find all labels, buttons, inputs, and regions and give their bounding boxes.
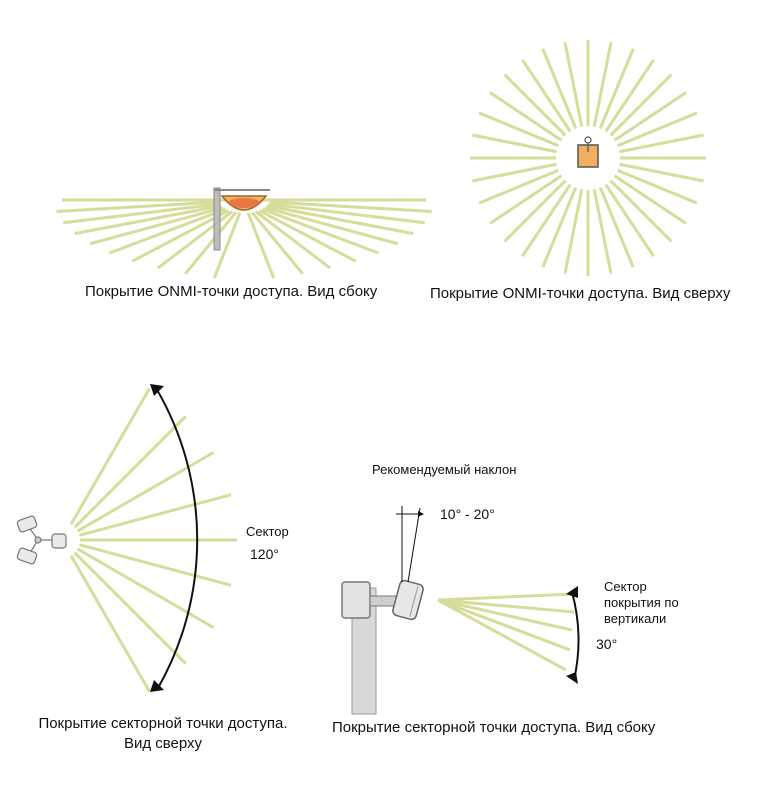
sector-antenna [392, 579, 424, 621]
sector-side-rays [437, 592, 575, 672]
coverage-ray [264, 206, 399, 246]
sector-ray [73, 551, 187, 665]
sector-top-diagram [16, 384, 237, 693]
vertical-sector-ray [437, 598, 575, 614]
coverage-ray [541, 48, 578, 130]
coverage-ray [541, 186, 578, 268]
coverage-ray [503, 179, 567, 243]
caption-sector-side: Покрытие секторной точки доступа. Вид сб… [332, 719, 656, 736]
sector-ray [78, 543, 232, 587]
tilt-arrowhead [418, 511, 424, 517]
coverage-ray [616, 111, 698, 148]
coverage-ray [89, 206, 224, 246]
vertical-sector-label: Сектор покрытия по вертикали [604, 579, 679, 627]
coverage-ray [254, 210, 332, 270]
coverage-ray [598, 186, 635, 268]
tilt-title: Рекомендуемый наклон [372, 462, 517, 477]
arrowhead-bottom [150, 680, 164, 692]
coverage-ray [609, 73, 673, 137]
coverage-ray [268, 202, 425, 225]
bracket [369, 595, 397, 607]
vertical-sector-ray [437, 598, 573, 632]
coverage-ray [471, 162, 557, 183]
tilt-line [407, 507, 421, 583]
pole [213, 187, 221, 251]
coverage-ray [56, 200, 219, 214]
coverage-ray [478, 168, 560, 205]
coverage-ray [613, 174, 687, 225]
omni-top-rays [470, 40, 706, 276]
vertical-angle: 30° [596, 636, 618, 652]
caption-sector-top-line2: Вид сверху [123, 735, 203, 752]
coverage-ray [609, 179, 673, 243]
pole-clamp [341, 581, 371, 619]
sector-ray [73, 415, 187, 529]
vertical-sector-ray [437, 598, 567, 672]
coverage-ray [250, 211, 304, 275]
caption-sector-top: Покрытие секторной точки доступа. Вид св… [18, 714, 308, 754]
coverage-ray [489, 174, 563, 225]
sector-ray [78, 493, 232, 537]
caption-omni-side: Покрытие ONMI-точки доступа. Вид сбоку [85, 283, 378, 300]
coverage-ray [478, 111, 560, 148]
sector-ray [69, 554, 151, 693]
sector-label: Сектор [246, 524, 289, 539]
sector-ray [76, 451, 215, 533]
coverage-ray [109, 207, 227, 255]
coverage-ray [613, 91, 687, 142]
coverage-ray [266, 204, 414, 236]
vertical-label-line2: покрытия по [604, 595, 679, 610]
omni-dome-glow [228, 198, 260, 208]
caption-sector-top-line1: Покрытие секторной точки доступа. [38, 715, 288, 732]
omni-side-diagram [56, 187, 432, 279]
coverage-ray [74, 204, 222, 236]
coverage-ray [258, 209, 357, 263]
coverage-ray [184, 211, 238, 275]
coverage-ray [598, 48, 635, 130]
coverage-ray [563, 41, 584, 127]
coverage-ray [63, 202, 220, 225]
coverage-ray [604, 183, 655, 257]
coverage-ray [563, 189, 584, 275]
arrowhead-top [150, 384, 164, 396]
coverage-ray [261, 207, 379, 255]
coverage-ray [521, 183, 572, 257]
vertical-arc-arrow [571, 591, 580, 681]
coverage-ray [592, 41, 613, 127]
varrow-head-bottom [566, 672, 578, 684]
sector-top-rays [69, 387, 237, 693]
omni-top-diagram [470, 40, 706, 276]
coverage-ray [489, 91, 563, 142]
sector-ray [76, 547, 215, 629]
omni-side-rays [56, 198, 432, 279]
vertical-sector-ray [437, 598, 571, 652]
coverage-ray [616, 168, 698, 205]
sector-arc-arrow [155, 387, 199, 689]
tilt-range: 10° - 20° [440, 506, 495, 522]
sector-angle: 120° [250, 546, 279, 562]
sector-ray [69, 387, 151, 526]
coverage-ray [503, 73, 567, 137]
vertical-label-line3: вертикали [604, 611, 667, 626]
caption-omni-top: Покрытие ONMI-точки доступа. Вид сверху [430, 285, 731, 302]
coverage-ray [212, 212, 242, 279]
mount-ring [584, 136, 592, 144]
coverage-ray [592, 189, 613, 275]
coverage-ray [131, 209, 230, 263]
coverage-ray [246, 212, 276, 279]
coverage-ray [521, 59, 572, 133]
coverage-ray [619, 162, 705, 183]
coverage-ray [471, 133, 557, 154]
vertical-sector-ray [437, 592, 575, 602]
sector-side-diagram [341, 506, 580, 715]
coverage-ray [604, 59, 655, 133]
tri-sector-device-icon [16, 515, 67, 565]
vertical-label-line1: Сектор [604, 579, 647, 594]
coverage-ray [269, 200, 432, 214]
varrow-head-top [566, 586, 578, 598]
coverage-ray [619, 133, 705, 154]
